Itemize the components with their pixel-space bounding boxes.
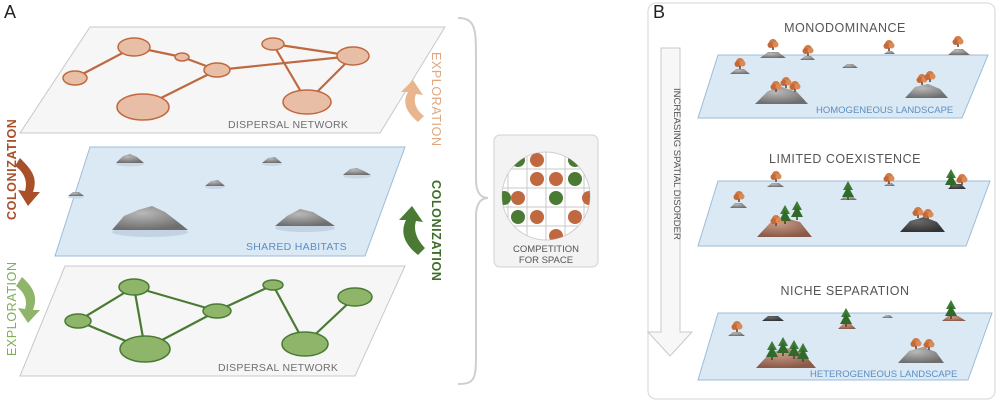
bottom-plane: DISPERSAL NETWORK bbox=[19, 265, 406, 377]
homogeneous-landscape-label: HOMOGENEOUS LANDSCAPE bbox=[816, 105, 953, 116]
monodominance-title: MONODOMINANCE bbox=[784, 21, 906, 35]
green-network-nodes bbox=[64, 278, 373, 363]
left-colonization-label: COLONIZATION bbox=[5, 119, 19, 220]
right-exploration-label: EXPLORATION bbox=[429, 52, 443, 147]
competition-box: COMPETITION FOR SPACE bbox=[493, 134, 599, 268]
orange-network-nodes bbox=[62, 37, 370, 121]
habitat-rocks bbox=[68, 154, 371, 237]
right-exploration-arrow bbox=[401, 80, 424, 122]
panel-b-letter: B bbox=[653, 2, 665, 22]
landscape-niche-separation: HETEROGENEOUS LANDSCAPE bbox=[697, 300, 993, 381]
heterogeneous-landscape-label: HETEROGENEOUS LANDSCAPE bbox=[810, 369, 957, 380]
top-plane: DISPERSAL NETWORK bbox=[19, 26, 446, 134]
left-exploration-arrow bbox=[16, 277, 40, 323]
competition-label-line2: FOR SPACE bbox=[519, 255, 573, 266]
right-colonization-arrow bbox=[399, 206, 425, 255]
landscape-limited-coexistence bbox=[697, 169, 991, 247]
right-colonization-label: COLONIZATION bbox=[429, 180, 443, 281]
middle-plane-label: SHARED HABITATS bbox=[246, 241, 347, 253]
spatial-disorder-arrow bbox=[646, 47, 694, 357]
niche-separation-title: NICHE SEPARATION bbox=[780, 284, 909, 298]
panel-a-letter: A bbox=[4, 2, 16, 22]
top-plane-label: DISPERSAL NETWORK bbox=[228, 119, 348, 131]
left-colonization-arrow bbox=[15, 158, 40, 206]
spatial-disorder-label: INCREASING SPATIAL DISORDER bbox=[671, 88, 682, 240]
middle-plane: SHARED HABITATS bbox=[54, 146, 406, 257]
competition-label-line1: COMPETITION bbox=[513, 244, 579, 255]
bottom-plane-label: DISPERSAL NETWORK bbox=[218, 362, 338, 374]
limited-coexistence-title: LIMITED COEXISTENCE bbox=[769, 152, 921, 166]
left-exploration-label: EXPLORATION bbox=[5, 261, 19, 356]
landscape-monodominance: HOMOGENEOUS LANDSCAPE bbox=[697, 36, 989, 119]
grouping-brace bbox=[457, 17, 489, 385]
